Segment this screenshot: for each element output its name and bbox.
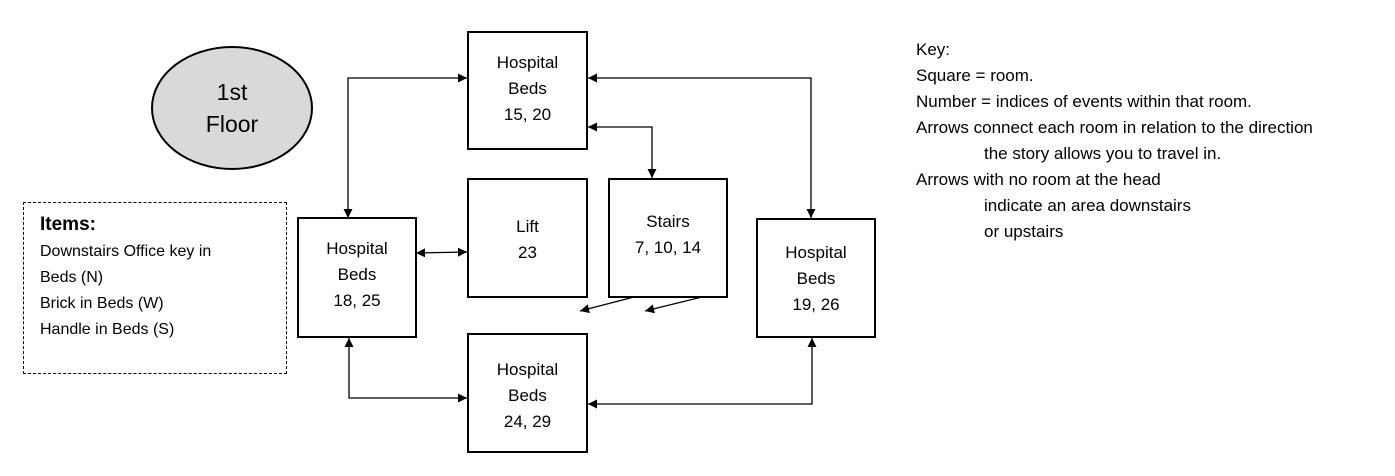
items-line: Brick in Beds (W)	[40, 295, 164, 312]
room-lift: Lift 23	[467, 178, 588, 298]
items-title: Items:	[40, 214, 96, 235]
items-line: Handle in Beds (S)	[40, 321, 175, 338]
key-line: Arrows with no room at the head	[916, 170, 1161, 189]
room-hospital-beds-north: Hospital Beds 15, 20	[467, 31, 588, 150]
floor-label: 1st Floor	[151, 46, 313, 170]
room-hospital-beds-east: Hospital Beds 19, 26	[756, 218, 876, 338]
key-line: or upstairs	[984, 222, 1064, 241]
room-label: Beds	[508, 386, 547, 405]
arrow-north-east	[588, 73, 816, 218]
room-hospital-beds-south: Hospital Beds 24, 29	[467, 333, 588, 453]
arrow-east-south	[588, 338, 817, 409]
items-line: Downstairs Office key in	[40, 243, 212, 260]
key-line: Square = room.	[916, 66, 1034, 85]
room-label: Hospital	[326, 239, 388, 258]
items-panel: Items: Downstairs Office key in Beds (N)…	[23, 202, 287, 374]
room-label: Stairs	[646, 212, 690, 231]
key-line: indicate an area downstairs	[984, 196, 1191, 215]
items-line: Beds (N)	[40, 269, 104, 286]
room-label: Beds	[337, 265, 377, 284]
arrow-stairs-downstairs-2	[644, 296, 703, 314]
room-label: Hospital	[496, 53, 559, 72]
room-label: Beds	[508, 79, 547, 98]
room-event-indices: 15, 20	[503, 105, 552, 124]
room-label: Lift	[516, 217, 539, 236]
room-label: Hospital	[496, 360, 559, 379]
room-hospital-beds-west: Hospital Beds 18, 25	[297, 217, 417, 338]
room-label: Beds	[796, 269, 836, 288]
room-event-indices: 24, 29	[503, 412, 552, 431]
key-title: Key:	[916, 40, 951, 59]
room-label: Hospital	[785, 243, 847, 262]
floor-label-line2: Floor	[205, 111, 259, 137]
arrow-west-south	[344, 338, 467, 403]
key-legend: Key: Square = room. Number = indices of …	[916, 37, 1313, 245]
key-line: Number = indices of events within that r…	[916, 92, 1252, 111]
arrow-stairs-downstairs-1	[579, 296, 635, 314]
key-line: Arrows connect each room in relation to …	[916, 118, 1313, 137]
floor-label-line1: 1st	[216, 79, 248, 105]
arrow-north-stairs	[588, 122, 657, 178]
room-event-indices: 7, 10, 14	[634, 238, 702, 257]
arrow-west-lift	[415, 247, 468, 258]
key-line: the story allows you to travel in.	[984, 144, 1222, 163]
room-event-indices: 19, 26	[792, 295, 840, 314]
room-event-indices: 23	[518, 243, 537, 262]
room-stairs: Stairs 7, 10, 14	[608, 178, 728, 298]
arrow-north-west	[343, 73, 467, 218]
room-event-indices: 18, 25	[333, 291, 381, 310]
